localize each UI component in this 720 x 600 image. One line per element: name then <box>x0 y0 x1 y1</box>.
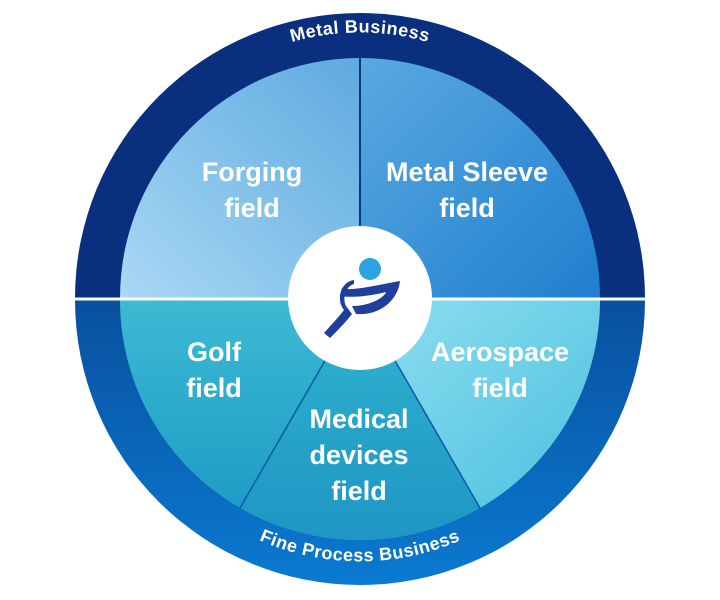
svg-text:Aerospace: Aerospace <box>431 337 569 367</box>
svg-text:field: field <box>439 193 495 223</box>
segment-aerospace <box>360 300 601 508</box>
segment-forging <box>120 58 360 298</box>
golf-label: Golf field <box>186 337 242 403</box>
svg-text:devices: devices <box>309 440 408 470</box>
svg-text:field: field <box>331 476 387 506</box>
segment-metal-sleeve <box>360 58 600 298</box>
svg-text:Medical: Medical <box>309 404 408 434</box>
logo-mark-icon <box>324 258 400 338</box>
svg-text:Metal Sleeve: Metal Sleeve <box>386 157 548 187</box>
medical-label: Medical devices field <box>309 404 408 506</box>
svg-text:field: field <box>472 373 528 403</box>
svg-text:Forging: Forging <box>202 157 302 187</box>
svg-text:Golf: Golf <box>187 337 242 367</box>
segment-medical <box>240 300 480 541</box>
metal-sleeve-label: Metal Sleeve field <box>386 157 548 223</box>
aerospace-label: Aerospace field <box>431 337 569 403</box>
center-logo <box>288 226 432 370</box>
svg-text:field: field <box>224 193 280 223</box>
segment-golf <box>119 300 360 508</box>
forging-label: Forging field <box>202 157 302 223</box>
svg-text:field: field <box>186 373 242 403</box>
